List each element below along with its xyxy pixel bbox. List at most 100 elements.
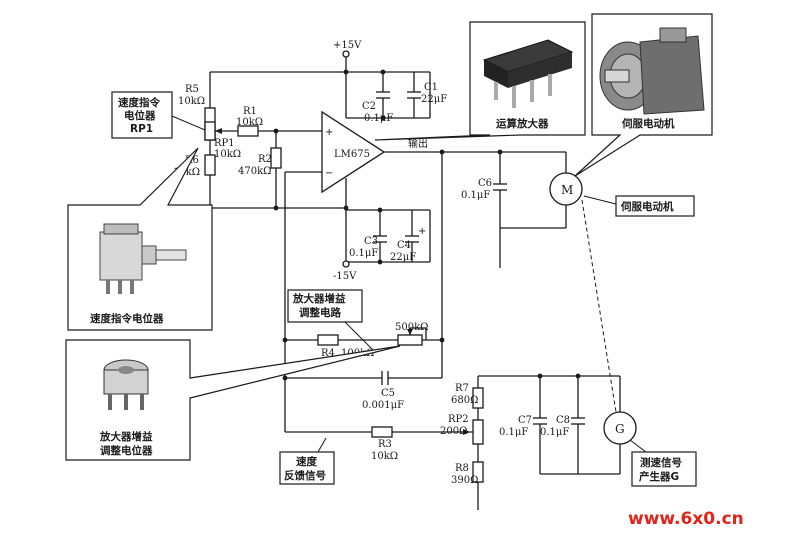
speed-pot-image	[99, 223, 187, 294]
opamp-lm675: LM675 + − 输出	[321, 110, 428, 194]
tacho-letter: G	[615, 422, 625, 436]
motor-label-callout: 伺服电动机	[583, 195, 695, 217]
rp1-callout: 速度指令 电位器 RP1	[111, 91, 206, 139]
pot500-value: 500kΩ	[395, 322, 428, 333]
c4-name: C4	[397, 240, 411, 251]
tacho-label-line1: 测速信号	[640, 456, 682, 469]
rp1-name: RP1	[214, 138, 235, 149]
vminus-terminal	[342, 260, 350, 268]
r1-name: R1	[243, 106, 257, 117]
c6-name: C6	[478, 178, 492, 189]
opamp-minus: −	[325, 168, 333, 179]
opamp-plus: +	[325, 127, 333, 138]
feedback-line2: 反馈信号	[284, 469, 326, 482]
vplus-label: +15V	[333, 40, 362, 51]
r4-name: R4	[321, 348, 335, 359]
resistor-r6	[204, 154, 216, 176]
motor-label: 伺服电动机	[620, 200, 674, 213]
c8-name: C8	[556, 415, 570, 426]
r1-value: 10kΩ	[236, 117, 263, 128]
gain-circuit-callout: 放大器增益 调整电路	[287, 289, 376, 353]
capacitor-c6	[493, 183, 507, 191]
motor-symbol	[549, 172, 583, 206]
motor-photo-callout: 伺服电动机	[574, 13, 713, 177]
rp1-callout-line2: 电位器	[124, 109, 156, 122]
c1-name: C1	[424, 82, 438, 93]
r8-value: 390Ω	[451, 475, 478, 486]
r7-value: 680Ω	[451, 395, 478, 406]
c4-value: 22μF	[390, 252, 416, 263]
r2-name: R2	[258, 154, 272, 165]
resistor-r3	[371, 426, 393, 438]
motor-photo-caption: 伺服电动机	[621, 117, 675, 130]
pot-500k	[397, 334, 423, 346]
junctions	[273, 69, 581, 381]
tacho-symbol	[603, 411, 637, 445]
resistor-r2	[270, 147, 282, 169]
r3-name: R3	[378, 439, 392, 450]
r7-name: R7	[455, 383, 469, 394]
vminus-label: -15V	[333, 271, 357, 282]
c5-value: 0.001μF	[362, 400, 404, 411]
opamp-chip-image	[482, 39, 574, 108]
resistor-r7	[472, 387, 484, 409]
feedback-callout: 速度 反馈信号	[279, 437, 335, 485]
gain-pot-photo-callout: 放大器增益 调整电位器	[65, 339, 401, 461]
r3-value: 10kΩ	[371, 451, 398, 462]
c5-name: C5	[381, 388, 395, 399]
speed-pot-photo-callout: 速度指令电位器	[67, 147, 213, 331]
feedback-line1: 速度	[296, 455, 317, 468]
c2-value: 0.1μF	[364, 113, 393, 124]
c1-value: 22μF	[421, 94, 447, 105]
c3-value: 0.1μF	[349, 248, 378, 259]
capacitor-c3	[373, 235, 387, 243]
gain-circuit-line1: 放大器增益	[292, 292, 346, 305]
r6-value: 10kΩ	[173, 167, 200, 178]
vplus-terminal	[342, 50, 350, 58]
svg-text:+: +	[418, 226, 426, 237]
r2-value: 470kΩ	[238, 166, 271, 177]
gain-pot-caption-line2: 调整电位器	[100, 444, 153, 457]
c6-value: 0.1μF	[461, 190, 490, 201]
opamp-photo-callout: 运算放大器	[374, 21, 586, 141]
c8-value: 0.1μF	[540, 427, 569, 438]
rp1-value: 10kΩ	[214, 149, 241, 160]
tacho-label-line2: 产生器G	[639, 470, 679, 483]
resistor-r4	[317, 334, 339, 346]
capacitor-c7	[533, 417, 547, 425]
gain-pot-image	[103, 359, 149, 410]
motor-letter: M	[561, 183, 573, 197]
capacitor-c4: +	[405, 226, 426, 243]
capacitor-c5	[381, 371, 389, 385]
resistor-r8	[472, 461, 484, 483]
rp1-callout-line3: RP1	[130, 123, 153, 135]
c7-name: C7	[518, 415, 532, 426]
gain-circuit-line2: 调整电路	[299, 306, 341, 319]
capacitor-c1	[407, 91, 421, 99]
pot-500k-arrow	[407, 329, 413, 335]
r5-value: 10kΩ	[178, 96, 205, 107]
capacitor-c2	[376, 91, 390, 99]
rp2-name: RP2	[448, 414, 469, 425]
capacitor-c8	[571, 417, 585, 425]
rp1-wiper-arrow	[215, 128, 222, 134]
resistor-r1	[237, 125, 259, 137]
tacho-label-callout: 测速信号 产生器G	[629, 439, 697, 487]
c2-name: C2	[362, 101, 376, 112]
watermark: www.6x0.cn	[628, 509, 744, 529]
c7-value: 0.1μF	[499, 427, 528, 438]
pot-rp2	[472, 419, 484, 445]
opamp-name: LM675	[334, 149, 370, 160]
opamp-caption: 运算放大器	[496, 117, 549, 130]
r8-name: R8	[455, 463, 469, 474]
output-label: 输出	[408, 137, 428, 150]
rp2-wiper-arrow	[463, 429, 470, 435]
rp2-value: 200Ω	[440, 426, 467, 437]
servo-motor-image	[599, 27, 705, 115]
gain-pot-caption-line1: 放大器增益	[99, 430, 153, 443]
rp1-callout-line1: 速度指令	[118, 96, 160, 109]
r5-name: R5	[185, 84, 199, 95]
c3-name: C3	[364, 236, 378, 247]
